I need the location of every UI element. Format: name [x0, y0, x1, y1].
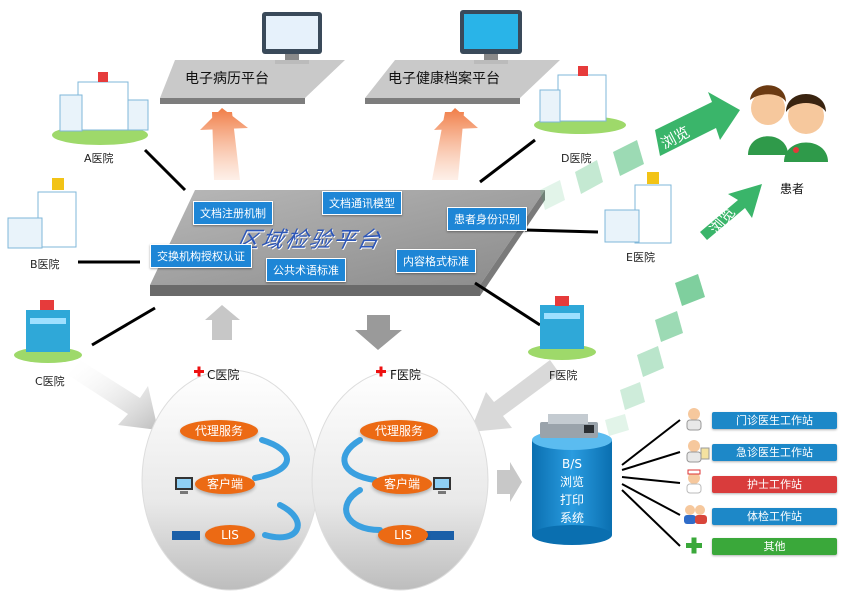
station-emergency: 急诊医生工作站	[712, 444, 837, 461]
gray-down-arrow	[355, 315, 402, 350]
bs-line-2: 浏览	[559, 475, 584, 489]
station-physical-exam: 体检工作站	[712, 508, 837, 525]
hospital-a-icon	[52, 72, 149, 145]
patients-icon	[748, 85, 828, 162]
hospital-d-label: D医院	[561, 152, 592, 165]
bs-system-cylinder	[532, 430, 612, 545]
gray-up-arrow	[205, 305, 240, 340]
f-proxy-service: 代理服务	[360, 420, 438, 442]
hospital-e-label: E医院	[626, 251, 655, 264]
ehr-platform-slab	[365, 60, 560, 104]
hospital-f-label: F医院	[549, 369, 578, 382]
hospital-c-icon	[14, 300, 82, 363]
tag-content-format: 内容格式标准	[396, 249, 476, 273]
bs-line-3: 打印	[559, 493, 584, 507]
f-client: 客户端	[372, 474, 432, 494]
f-lis: LIS	[378, 525, 428, 545]
station-other: 其他	[712, 538, 837, 555]
client-computer-icon	[175, 477, 193, 494]
green-browse-arrow-2	[605, 184, 762, 436]
bs-line-4: 系统	[559, 511, 584, 525]
red-cross-icon	[194, 366, 204, 377]
central-platform-title: 区域检验平台	[234, 228, 385, 253]
ehr-platform-label: 电子健康档案平台	[388, 71, 500, 87]
doctor-clipboard-icon	[686, 440, 710, 463]
hospital-c-label: C医院	[35, 375, 65, 388]
lis-logo-icon	[426, 531, 454, 540]
monitor-icon	[460, 10, 522, 64]
printer-icon	[540, 414, 598, 438]
hospital-b-label: B医院	[30, 258, 60, 271]
green-browse-arrow-1	[540, 92, 740, 210]
flow-arrows-c	[252, 437, 301, 541]
hospital-e-icon	[604, 172, 672, 244]
patients-label: 患者	[780, 182, 805, 196]
nurse-icon	[686, 469, 702, 494]
tag-doc-registration: 文档注册机制	[193, 201, 273, 225]
tag-doc-comm-model: 文档通讯模型	[322, 191, 402, 215]
orange-up-arrow	[200, 108, 248, 180]
oval-c-header: C医院	[207, 368, 240, 382]
emr-platform-label: 电子病历平台	[185, 71, 269, 87]
red-cross-icon	[376, 366, 386, 377]
hospital-b-icon	[7, 178, 77, 249]
people-icon	[684, 505, 707, 524]
station-nurse: 护士工作站	[712, 476, 837, 493]
hospital-f-icon	[528, 296, 596, 360]
station-outpatient: 门诊医生工作站	[712, 412, 837, 429]
gray-diagonal-arrow	[470, 360, 560, 432]
c-lis: LIS	[205, 525, 255, 545]
emr-platform-slab	[160, 60, 345, 104]
tag-exchange-auth: 交换机构授权认证	[150, 244, 252, 268]
gray-right-arrow	[497, 462, 522, 502]
oval-f-header: F医院	[390, 368, 421, 382]
station-link-lines	[621, 419, 681, 547]
tag-patient-id: 患者身份识别	[447, 207, 527, 231]
hospital-d-icon	[534, 66, 626, 134]
c-proxy-service: 代理服务	[180, 420, 258, 442]
monitor-icon	[262, 12, 322, 64]
doctor-icon	[686, 408, 702, 431]
bs-line-1: B/S	[562, 457, 582, 471]
plus-icon	[686, 537, 702, 554]
orange-up-arrow	[432, 108, 478, 180]
client-computer-icon	[433, 477, 451, 494]
lis-logo-icon	[172, 531, 200, 540]
c-client: 客户端	[195, 474, 255, 494]
gray-diagonal-arrow	[68, 360, 158, 430]
flow-arrows-f	[341, 437, 383, 533]
hospital-a-label: A医院	[84, 152, 114, 165]
tag-public-terms: 公共术语标准	[266, 258, 346, 282]
hospital-link-lines	[78, 138, 599, 347]
